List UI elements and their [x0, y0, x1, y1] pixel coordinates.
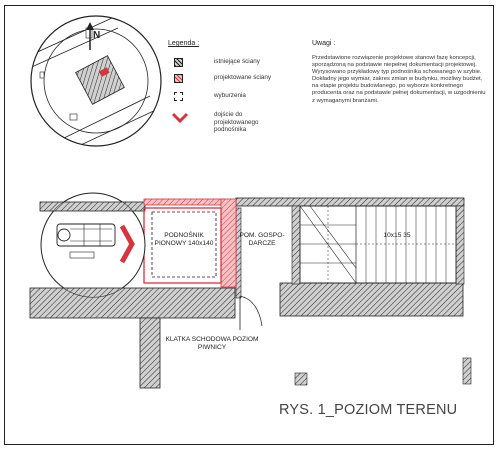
- projected-wall-swatch: [174, 74, 183, 83]
- stairwell-label: KLATKA SCHODOWA POZIOM PIWNICY: [165, 336, 259, 351]
- legend-item-demolish: wyburzenia: [168, 92, 298, 106]
- notes-paragraph: Przedstawione rozwiązenie projektowe sta…: [312, 55, 477, 69]
- legend-item-access: dojście do projektowanego podnośnika: [168, 111, 298, 133]
- legend-label-existing: istniejące ściany: [214, 58, 260, 65]
- projected-walls: [143, 198, 237, 288]
- north-arrow-icon: [86, 22, 94, 50]
- legend-label-access: dojście do projektowanego podnośnika: [214, 111, 259, 133]
- demolition-outline: [151, 211, 217, 278]
- notes-title: Uwagi :: [312, 40, 336, 47]
- access-arrow-icon: [119, 224, 135, 264]
- key-plan: [30, 15, 162, 147]
- drawing-frame: [4, 5, 494, 445]
- demolition-swatch: [174, 92, 183, 101]
- compass-north-label: N: [93, 30, 101, 41]
- wheelchair-detail: [40, 192, 146, 298]
- notes-paragraph: Dokładny jego wymiar, zakres zmian w bud…: [312, 76, 486, 104]
- notes-paragraph: Wyrysowano przykładowy typ podnośnika sc…: [312, 69, 482, 76]
- utility-room-label: POM. GOSPO- DARCZE: [239, 232, 285, 247]
- notes-body: Przedstawione rozwiązenie projektowe sta…: [312, 55, 487, 105]
- legend-label-demolish: wyburzenia: [214, 92, 246, 99]
- stairs-dimension-label: 10x15 35: [383, 232, 411, 239]
- lift-label: PODNOŚNIK PIONOWY 140x140: [154, 232, 214, 247]
- legend-title: Legenda :: [168, 40, 200, 47]
- legend-label-projected: projektowane ściany: [214, 74, 272, 81]
- stairs: [299, 205, 457, 284]
- door-swing: [239, 295, 263, 330]
- legend-item-projected: projektowane ściany: [168, 74, 298, 88]
- existing-wall-swatch: [174, 58, 183, 67]
- legend-access-icon: [171, 112, 189, 124]
- legend-item-existing: istniejące ściany: [168, 58, 298, 72]
- drawing-caption: RYS. 1_POZIOM TERENU: [279, 402, 458, 418]
